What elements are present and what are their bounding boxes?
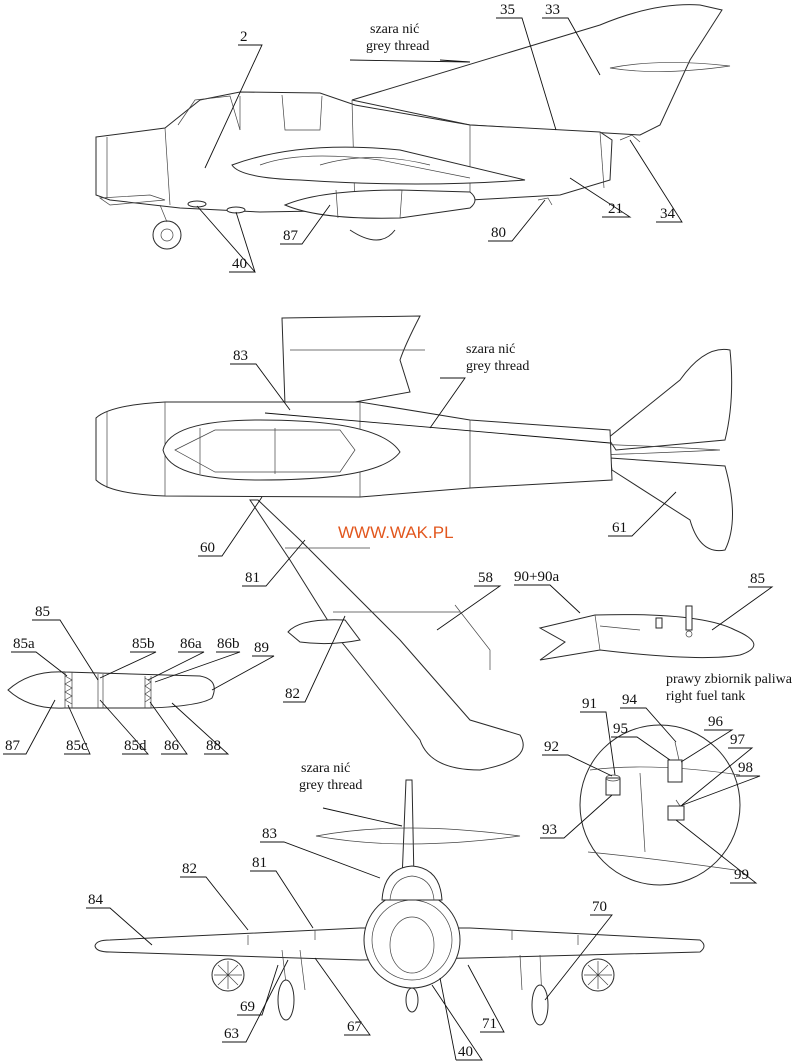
label-83-front: 83: [262, 826, 277, 842]
label-2: 2: [240, 29, 248, 45]
left-main-wheel: [277, 979, 295, 1021]
label-87-drop: 87: [5, 738, 21, 754]
label-60: 60: [200, 540, 215, 556]
label-58: 58: [478, 570, 493, 586]
canopy-side: [177, 95, 241, 131]
canopy-top: [162, 419, 401, 481]
label-83-top: 83: [233, 348, 248, 364]
right-main-wheel: [531, 984, 549, 1026]
fuel-tank-body: [538, 614, 755, 661]
label-40-front: 40: [458, 1044, 473, 1060]
fuel-tank-right: [538, 605, 755, 661]
label-94: 94: [622, 692, 638, 708]
label-85d: 85d: [124, 738, 147, 754]
nose-wheel-side: [152, 220, 182, 250]
label-84: 84: [88, 892, 104, 908]
label-99: 99: [734, 867, 749, 883]
drop-tank-detail: [7, 671, 215, 709]
note-grey-thread-pl-top: szara nić: [466, 342, 515, 357]
label-86a: 86a: [180, 636, 202, 652]
front-fin: [401, 779, 415, 881]
horizontal-stabilizer-side: [609, 62, 731, 72]
label-85-tank: 85: [750, 571, 765, 587]
wing-pylon-tank-top: [287, 619, 361, 645]
front-view-aircraft: [94, 779, 705, 1026]
note-right-tank-en: right fuel tank: [666, 689, 745, 704]
drop-tank-side: [283, 189, 476, 219]
label-90-90a: 90+90a: [514, 569, 559, 585]
label-85b: 85b: [132, 636, 155, 652]
label-81-front: 81: [252, 855, 267, 871]
label-89: 89: [254, 640, 269, 656]
tailplane-upper: [607, 348, 733, 451]
label-40-side: 40: [232, 256, 247, 272]
note-grey-thread-en-front: grey thread: [299, 778, 362, 793]
label-70: 70: [592, 899, 607, 915]
tailplane-lower: [609, 457, 733, 552]
watermark-text: WWW.WAK.PL: [338, 523, 454, 542]
label-98: 98: [738, 760, 753, 776]
label-95: 95: [613, 721, 628, 737]
label-86: 86: [164, 738, 180, 754]
callout-labels: szara nić grey thread szara nić grey thr…: [5, 2, 793, 1060]
label-85a: 85a: [13, 636, 35, 652]
label-86b: 86b: [217, 636, 240, 652]
label-97: 97: [730, 732, 746, 748]
side-view-aircraft: [95, 4, 731, 250]
label-21: 21: [608, 201, 623, 217]
nose-wheel-front: [405, 987, 419, 1013]
top-view-aircraft: WWW.WAK.PL: [95, 315, 733, 771]
label-85-drop: 85: [35, 604, 50, 620]
label-88: 88: [206, 738, 221, 754]
note-grey-thread-pl-side: szara nić: [370, 22, 419, 37]
note-grey-thread-en-top: grey thread: [466, 359, 529, 374]
note-grey-thread-en-side: grey thread: [366, 39, 429, 54]
label-81-top: 81: [245, 570, 260, 586]
front-canopy: [381, 865, 443, 901]
vertical-fin: [351, 4, 723, 136]
label-92: 92: [544, 739, 559, 755]
callout-lines: [3, 17, 774, 1061]
front-tailplane: [315, 827, 521, 845]
label-63: 63: [224, 1026, 239, 1042]
label-61: 61: [612, 520, 627, 536]
label-82-top: 82: [285, 686, 300, 702]
label-96: 96: [708, 714, 724, 730]
detail-circle-outline: [579, 724, 741, 886]
label-35: 35: [500, 2, 515, 18]
label-71: 71: [482, 1016, 497, 1032]
main-wheel-side: [349, 229, 396, 241]
label-80: 80: [491, 225, 506, 241]
label-82-front: 82: [182, 861, 197, 877]
upper-wing-top: [281, 315, 421, 406]
lower-wing-top: [249, 499, 524, 771]
note-grey-thread-pl-front: szara nić: [301, 761, 350, 776]
label-87-side: 87: [283, 228, 299, 244]
label-67: 67: [347, 1019, 363, 1035]
label-69: 69: [240, 999, 255, 1015]
note-right-tank-pl: prawy zbiornik paliwa: [666, 672, 793, 687]
label-91: 91: [582, 696, 597, 712]
detail-circle: [579, 724, 741, 886]
drop-tank-body: [7, 671, 215, 709]
label-34: 34: [660, 206, 676, 222]
label-93: 93: [542, 822, 557, 838]
label-85c: 85c: [66, 738, 88, 754]
front-fuselage: [363, 891, 461, 989]
label-33: 33: [545, 2, 560, 18]
